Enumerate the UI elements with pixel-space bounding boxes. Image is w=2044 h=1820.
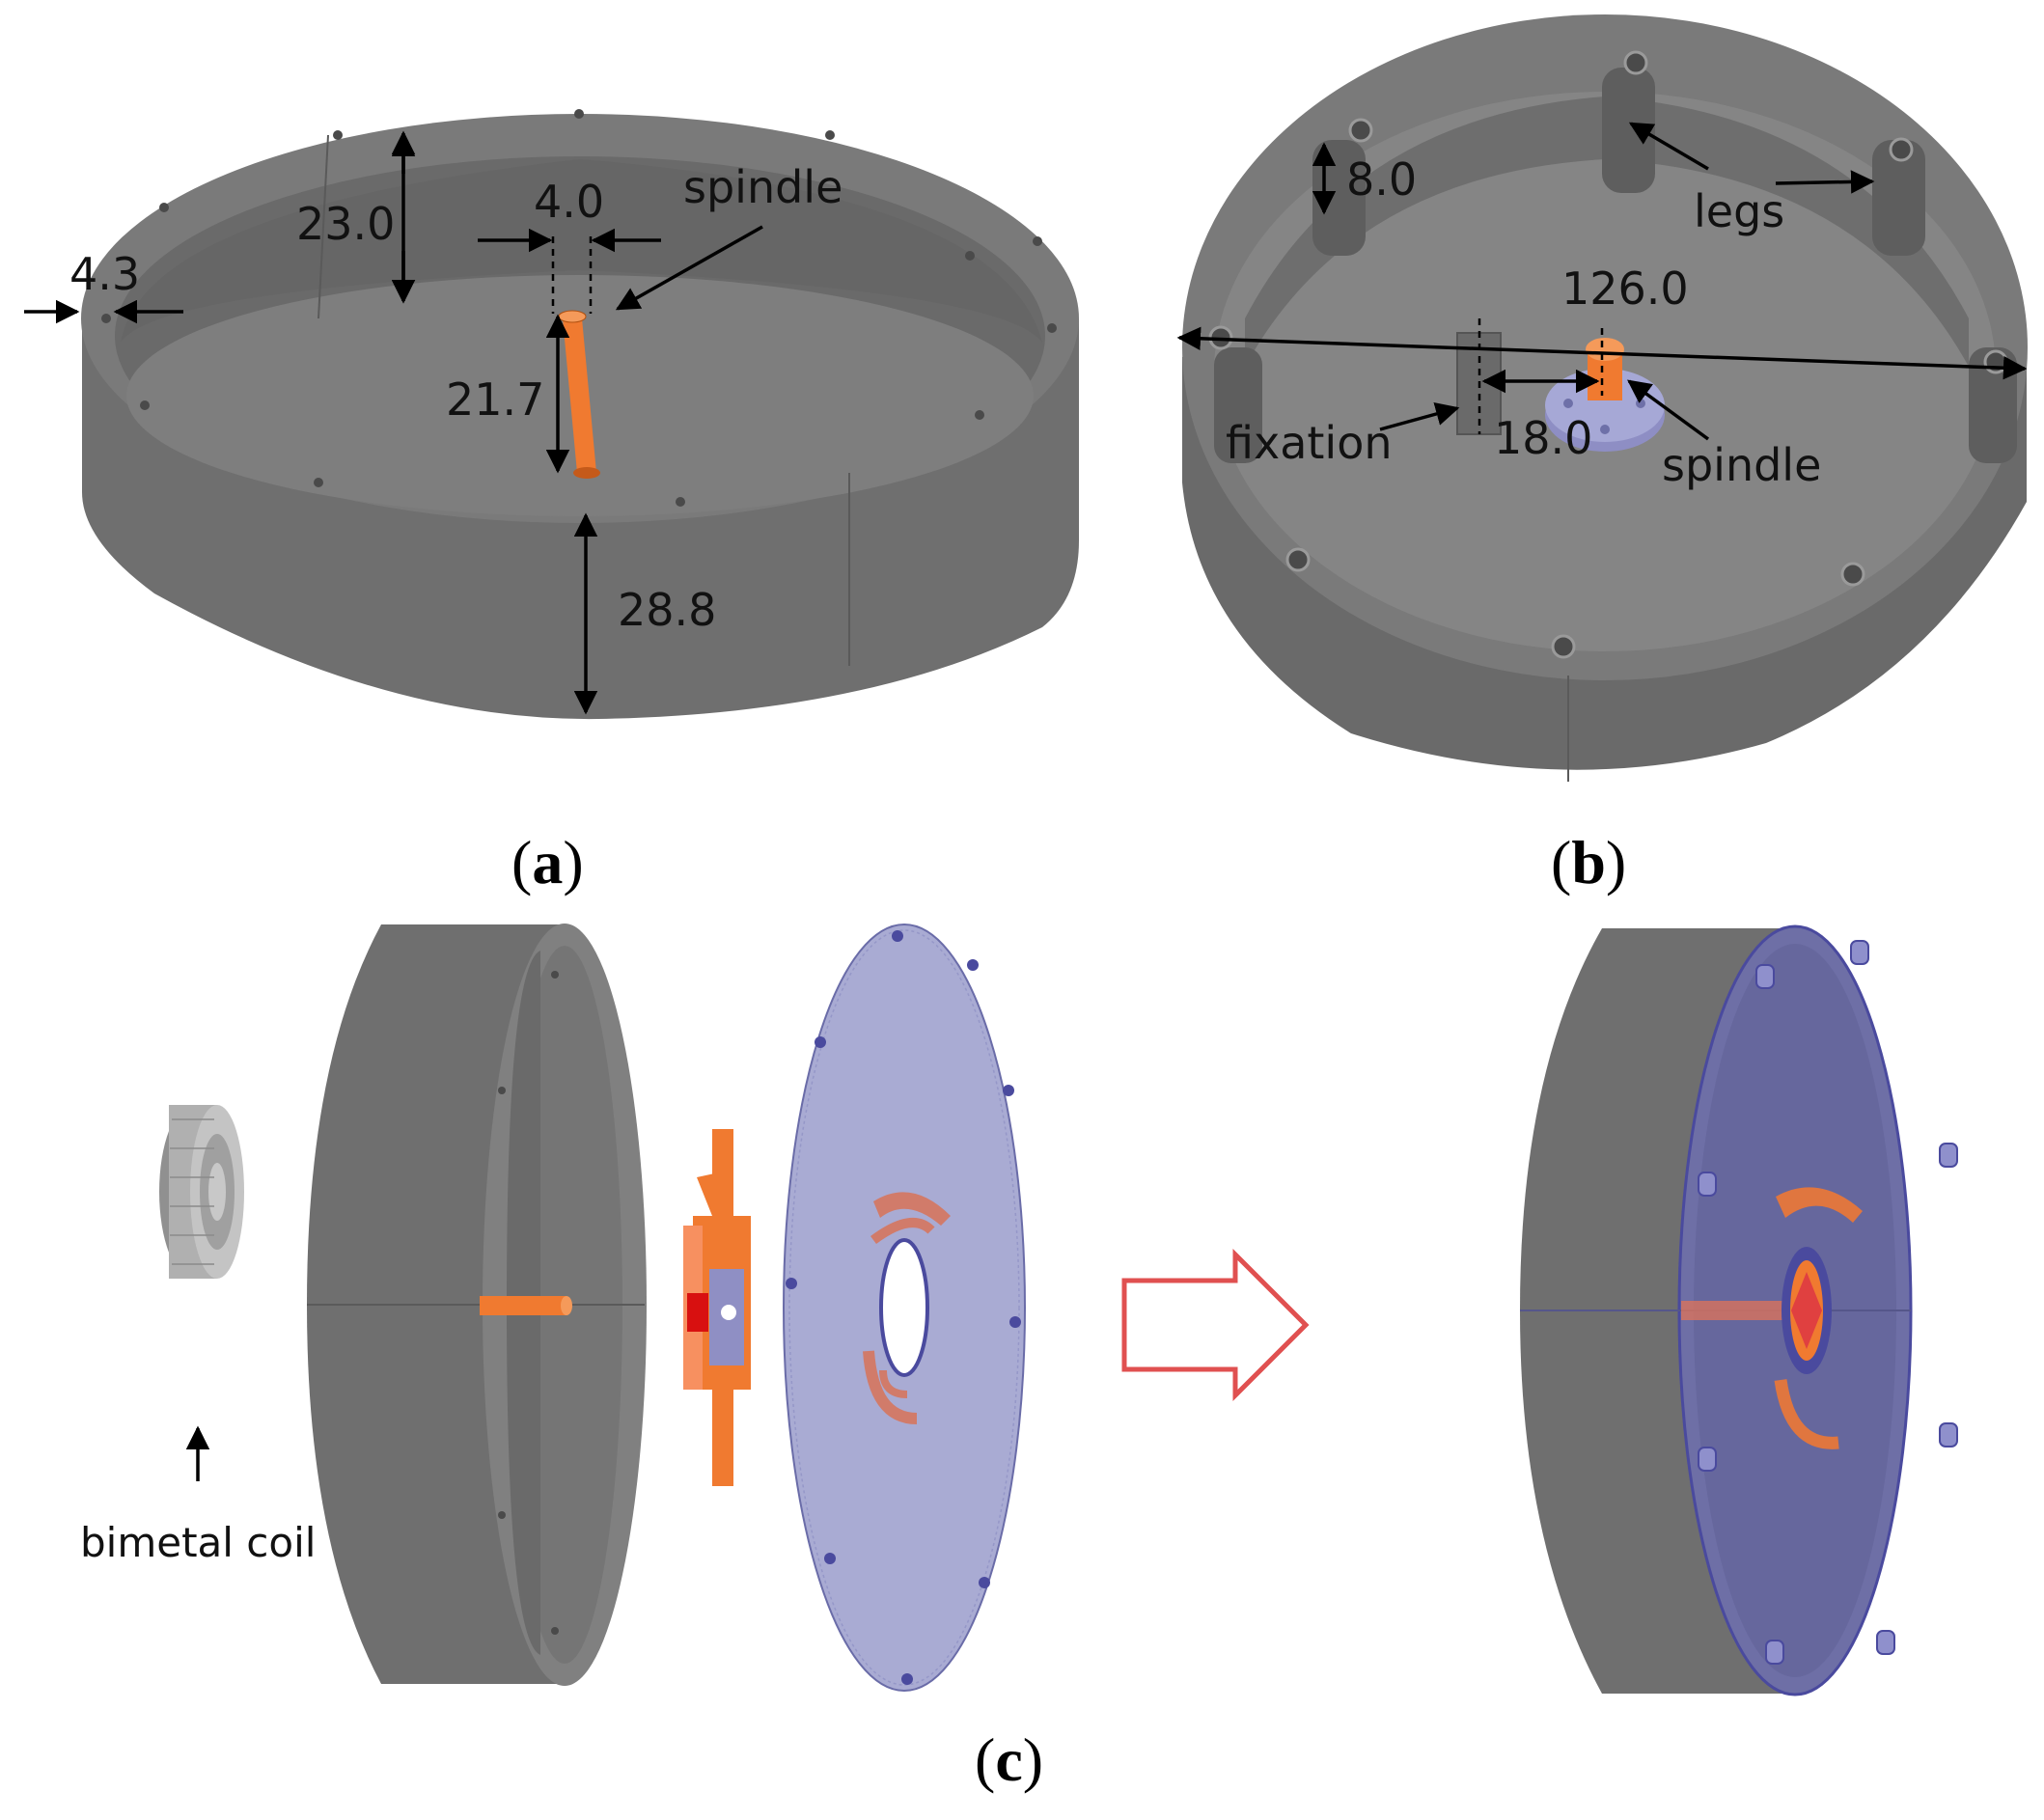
fixation-label: fixation (1226, 417, 1393, 469)
bimetal-coil (159, 1105, 244, 1279)
housing-c (307, 924, 647, 1686)
dim-inner-depth: 23.0 (296, 198, 395, 250)
dim-wall-thickness: 4.3 (69, 248, 140, 300)
legs-label: legs (1694, 185, 1784, 237)
dim-spindle-length: 21.7 (446, 373, 544, 426)
dim-fixation-offset: 18.0 (1494, 412, 1592, 464)
panel-label-a: (a) (511, 828, 584, 896)
panel-b: 8.0 legs 126.0 18.0 fixation spindle (b) (1176, 14, 2028, 896)
dim-spindle-diameter: 4.0 (534, 176, 604, 228)
dim-outer-height: 28.8 (618, 584, 716, 636)
right-arrow-icon (1121, 1248, 1310, 1402)
assembled-device (1520, 924, 1958, 1696)
panel-c: bimetal coil (80, 924, 1958, 1794)
panel-label-c: (c) (975, 1725, 1043, 1794)
spindle-a (558, 310, 600, 479)
panel-label-b: (b) (1551, 828, 1626, 896)
spindle-mechanism (683, 1129, 751, 1486)
dim-leg-height: 8.0 (1346, 153, 1417, 206)
spindle-label-a: spindle (683, 161, 842, 213)
panel-a: 4.3 23.0 4.0 spindle 21.7 28.8 (a) (24, 109, 1079, 896)
bimetal-coil-label: bimetal coil (80, 1519, 316, 1566)
spindle-label-b: spindle (1662, 439, 1821, 491)
housing-b (1182, 14, 2028, 782)
dim-outer-diameter: 126.0 (1561, 262, 1689, 315)
lid-plate (783, 924, 1026, 1692)
